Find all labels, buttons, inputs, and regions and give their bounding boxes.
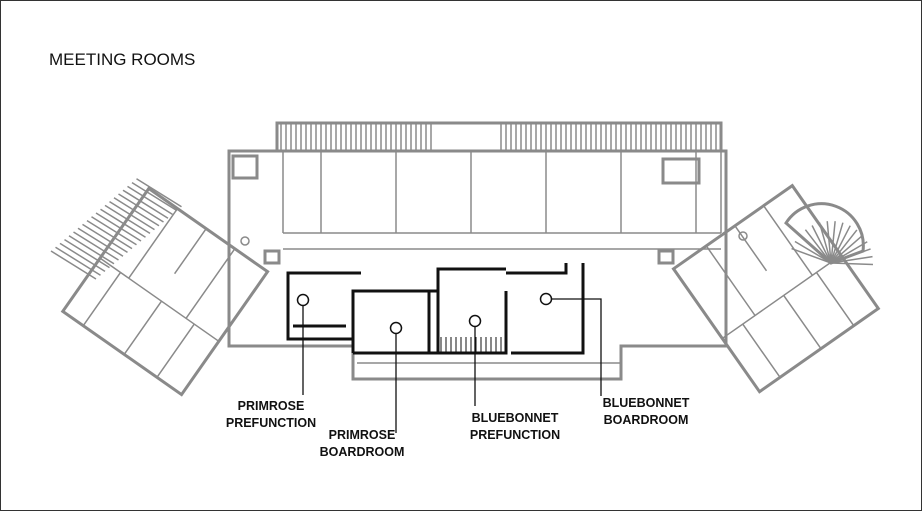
svg-text:PRIMROSE: PRIMROSE <box>238 399 305 413</box>
bluebonnet-boardroom-walls <box>506 263 585 355</box>
svg-text:BOARDROOM: BOARDROOM <box>320 445 405 459</box>
svg-text:BOARDROOM: BOARDROOM <box>604 413 689 427</box>
primrose-boardroom-marker <box>389 321 403 335</box>
label-primrose-boardroom: PRIMROSE BOARDROOM <box>320 428 405 459</box>
bluebonnet-prefunction-walls <box>436 267 508 355</box>
svg-text:PREFUNCTION: PREFUNCTION <box>470 428 560 442</box>
label-bluebonnet-boardroom: BLUEBONNET BOARDROOM <box>603 396 690 427</box>
svg-text:PREFUNCTION: PREFUNCTION <box>226 416 316 430</box>
room-markers <box>296 292 602 433</box>
meeting-rooms-highlight <box>286 263 585 355</box>
page-title: MEETING ROOMS <box>49 50 195 69</box>
primrose-prefunction-marker <box>296 293 310 307</box>
label-primrose-prefunction: PRIMROSE PREFUNCTION <box>226 399 316 430</box>
svg-text:PRIMROSE: PRIMROSE <box>329 428 396 442</box>
svg-text:BLUEBONNET: BLUEBONNET <box>472 411 559 425</box>
label-bluebonnet-prefunction: BLUEBONNET PREFUNCTION <box>470 411 560 442</box>
svg-text:BLUEBONNET: BLUEBONNET <box>603 396 690 410</box>
bluebonnet-boardroom-marker <box>539 292 553 306</box>
stair-hatch <box>440 337 502 352</box>
bluebonnet-prefunction-marker <box>468 314 482 328</box>
building-outline <box>50 121 881 397</box>
primrose-prefunction-walls <box>286 271 361 341</box>
